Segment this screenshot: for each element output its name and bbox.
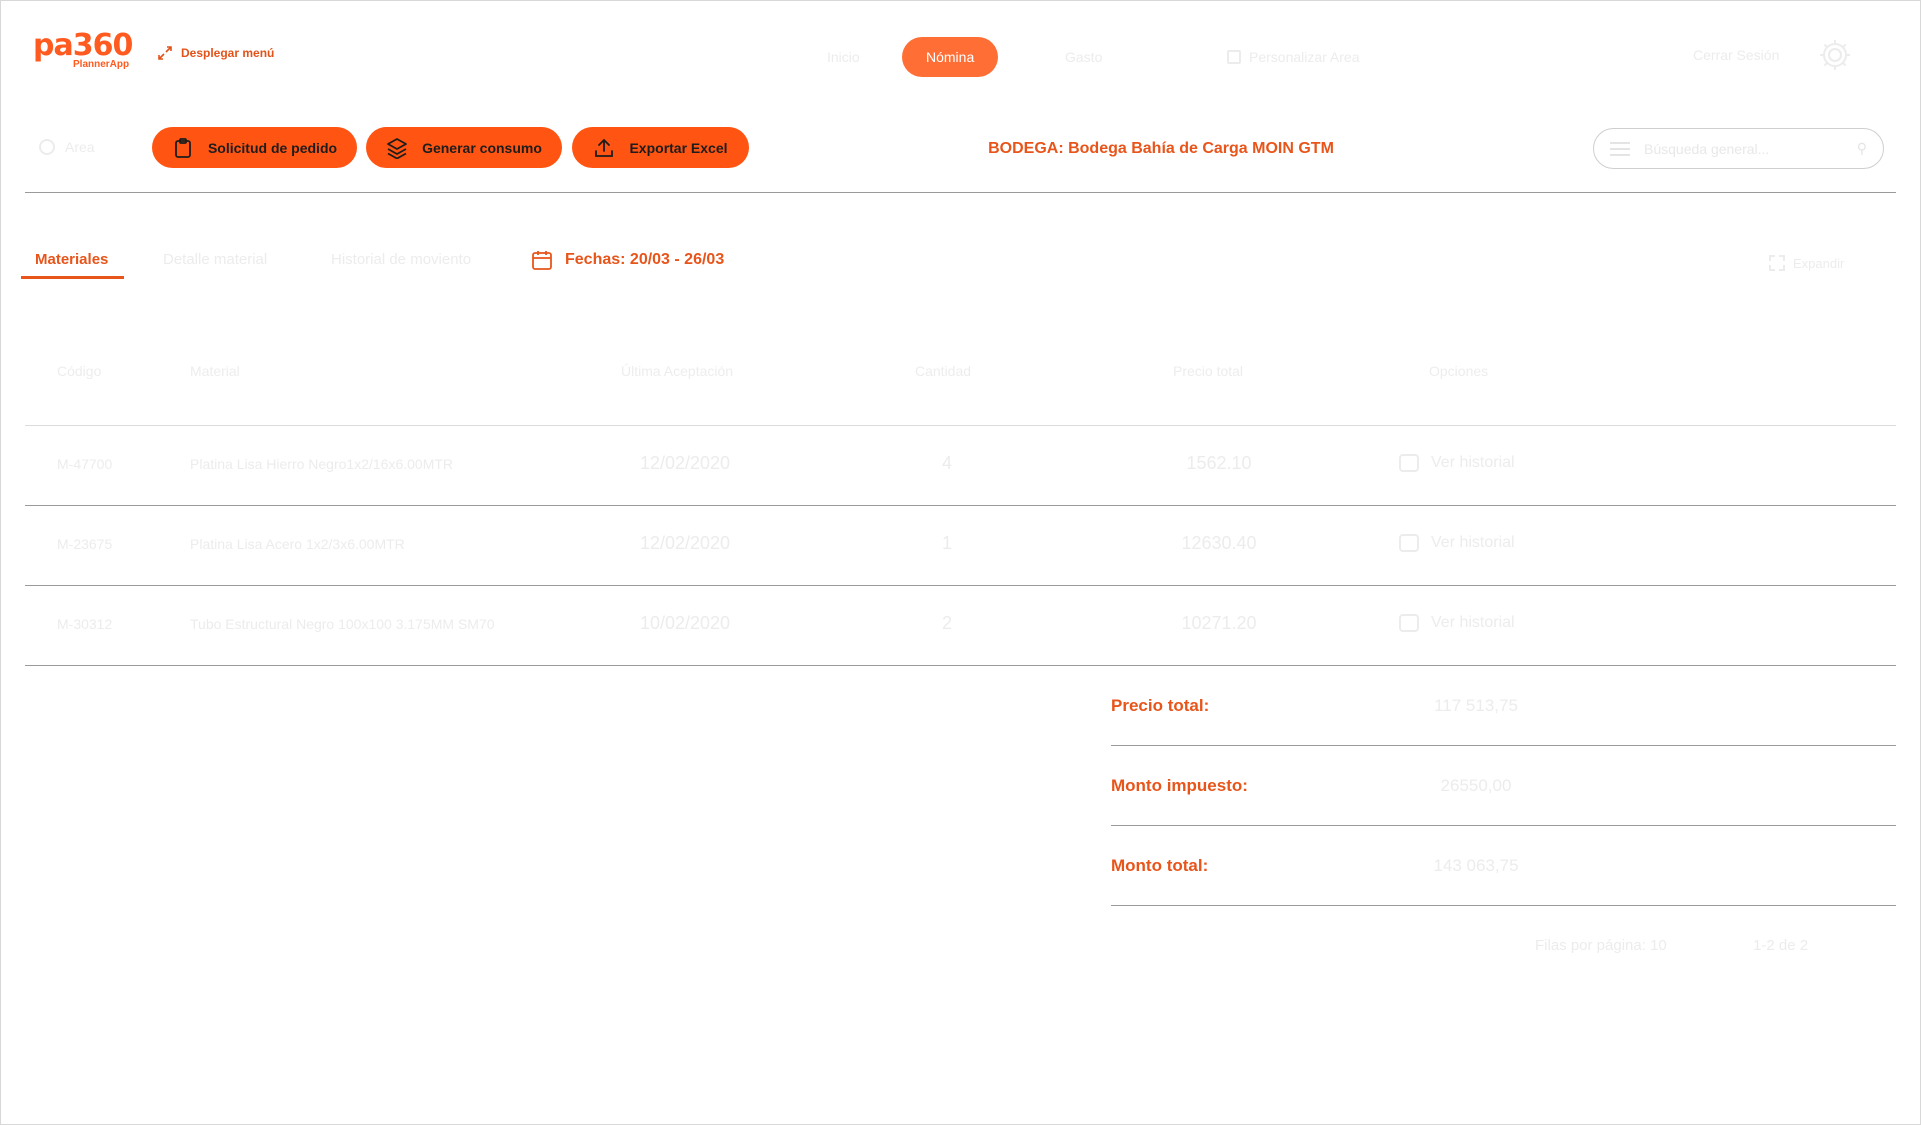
- row-price: 12630.40: [1181, 533, 1257, 553]
- column-header-options: Opciones: [1429, 363, 1489, 379]
- total-label: Monto total:: [1111, 856, 1209, 875]
- row-quantity: 2: [941, 613, 953, 633]
- row-date: 12/02/2020: [639, 533, 731, 553]
- generate-consumption-button[interactable]: Generar consumo: [366, 127, 562, 168]
- expand-view-button[interactable]: Expandir: [1769, 255, 1844, 271]
- order-request-button[interactable]: Solicitud de pedido: [152, 127, 357, 168]
- layers-icon: [387, 137, 407, 159]
- date-range-picker[interactable]: Fechas: 20/03 - 26/03: [531, 249, 724, 271]
- subtotal-value: 117 513,75: [1434, 696, 1518, 715]
- pagination-range: 1-2 de 2: [1753, 937, 1809, 954]
- row-price: 10271.20: [1181, 613, 1257, 633]
- date-range-label: Fechas: 20/03 - 26/03: [565, 251, 725, 268]
- row-code: M-47700: [57, 456, 113, 472]
- expand-arrows-icon: [158, 46, 172, 60]
- search-input[interactable]: [1644, 140, 1843, 157]
- app-logo[interactable]: pa360 PlannerApp: [33, 28, 133, 71]
- column-header-code: Código: [57, 363, 102, 379]
- row-divider: [25, 585, 1896, 586]
- row-code: M-23675: [57, 536, 113, 552]
- row-quantity: 4: [941, 453, 953, 473]
- row-material: Platina Lisa Acero 1x2/3x6.00MTR: [190, 536, 405, 552]
- history-icon: [1399, 614, 1419, 632]
- fullscreen-icon: [1769, 255, 1785, 271]
- row-divider: [25, 665, 1896, 666]
- search-icon[interactable]: ⚲: [1856, 140, 1867, 156]
- nav-item-gasto[interactable]: Gasto: [1065, 49, 1103, 65]
- clipboard-icon: [175, 137, 191, 158]
- expand-menu-button[interactable]: Desplegar menú: [157, 45, 274, 61]
- row-date: 12/02/2020: [639, 453, 731, 473]
- view-history-label: Ver historial: [1431, 534, 1515, 551]
- tab-materiales[interactable]: Materiales: [35, 251, 109, 268]
- area-icon: [39, 139, 55, 155]
- calendar-icon: [532, 251, 552, 270]
- logo-mark: pa360: [33, 28, 133, 63]
- toolbar-divider: [25, 192, 1896, 193]
- rows-per-page-selector[interactable]: Filas por página: 10: [1535, 937, 1667, 954]
- column-header-quantity: Cantidad: [915, 363, 972, 379]
- column-header-last-acceptance: Última Aceptación: [621, 363, 734, 379]
- view-history-link[interactable]: Ver historial: [1399, 454, 1515, 472]
- row-divider: [25, 505, 1896, 506]
- tax-label: Monto impuesto:: [1111, 776, 1248, 795]
- active-tab-indicator: [21, 276, 124, 279]
- header-divider: [25, 425, 1896, 426]
- tab-detalle-material[interactable]: Detalle material: [163, 251, 268, 268]
- view-history-link[interactable]: Ver historial: [1399, 534, 1515, 552]
- totals-divider: [1111, 745, 1896, 746]
- generate-consumption-label: Generar consumo: [422, 139, 542, 156]
- row-price: 1562.10: [1186, 453, 1252, 473]
- column-header-material: Material: [190, 363, 240, 379]
- history-icon: [1399, 454, 1419, 472]
- grid-icon: [1227, 50, 1241, 64]
- view-history-link[interactable]: Ver historial: [1399, 614, 1515, 632]
- view-history-label: Ver historial: [1431, 454, 1515, 471]
- logout-link[interactable]: Cerrar Sesión: [1693, 47, 1780, 63]
- export-excel-label: Exportar Excel: [629, 139, 728, 156]
- view-history-label: Ver historial: [1431, 614, 1515, 631]
- upload-icon: [595, 138, 614, 157]
- menu-lines-icon[interactable]: [1610, 141, 1630, 156]
- main-nav: Inicio Nómina Gasto Personalizar Area: [1, 37, 1921, 77]
- nav-item-nomina[interactable]: Nómina: [902, 37, 999, 77]
- column-header-total-price: Precio total: [1173, 363, 1244, 379]
- logo-subtitle: PlannerApp: [73, 59, 130, 70]
- table-row: M-30312 Tubo Estructural Negro 100x100 3…: [25, 586, 1896, 666]
- nav-item-personalizar-label: Personalizar Area: [1249, 49, 1360, 65]
- row-date: 10/02/2020: [639, 613, 731, 633]
- row-code: M-30312: [57, 616, 113, 632]
- total-value: 143 063,75: [1433, 856, 1519, 875]
- area-label: Area: [65, 139, 95, 155]
- order-request-label: Solicitud de pedido: [207, 139, 338, 156]
- subtotal-label: Precio total:: [1111, 696, 1210, 715]
- table-row: M-23675 Platina Lisa Acero 1x2/3x6.00MTR…: [25, 506, 1896, 586]
- tab-historial[interactable]: Historial de moviento: [331, 251, 472, 268]
- expand-view-label: Expandir: [1793, 255, 1845, 271]
- export-excel-button[interactable]: Exportar Excel: [572, 127, 749, 168]
- expand-menu-label: Desplegar menú: [181, 46, 275, 60]
- totals-divider: [1111, 825, 1896, 826]
- row-material: Platina Lisa Hierro Negro1x2/16x6.00MTR: [190, 456, 454, 472]
- nav-item-inicio[interactable]: Inicio: [827, 49, 860, 65]
- bodega-title: BODEGA: Bodega Bahía de Carga MOIN GTM: [988, 140, 1334, 157]
- history-icon: [1399, 534, 1419, 552]
- row-material: Tubo Estructural Negro 100x100 3.175MM S…: [190, 616, 495, 632]
- settings-gear-icon[interactable]: [1817, 37, 1853, 73]
- general-search: ⚲: [1593, 128, 1884, 169]
- table-row: M-47700 Platina Lisa Hierro Negro1x2/16x…: [25, 426, 1896, 506]
- row-quantity: 1: [941, 533, 953, 553]
- tax-value: 26550,00: [1440, 776, 1512, 795]
- area-selector[interactable]: Area: [39, 139, 95, 155]
- nav-item-personalizar-area[interactable]: Personalizar Area: [1227, 37, 1360, 77]
- totals-divider: [1111, 905, 1896, 906]
